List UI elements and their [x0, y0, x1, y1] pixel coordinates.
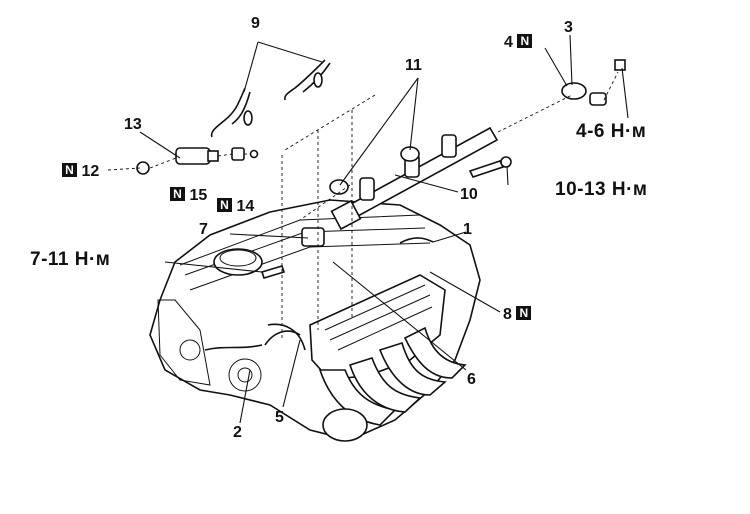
callout-10: 10 [460, 186, 478, 203]
callout-8-number: 8 [503, 306, 512, 323]
callout-11: 11 [405, 57, 422, 74]
new-part-badge: N [516, 306, 532, 320]
callout-12-number: 12 [81, 163, 100, 180]
callout-4-number: 4 [504, 34, 513, 51]
new-part-badge: N [170, 187, 185, 201]
torque-10-13: 10-13 Н·м [555, 179, 648, 200]
component-parts [136, 59, 626, 279]
callout-9: 9 [251, 15, 260, 32]
callout-4: 4 N [504, 34, 533, 51]
torque-4-6: 4-6 Н·м [576, 121, 647, 142]
callout-2: 2 [233, 424, 242, 441]
callout-14: N 14 [217, 198, 254, 215]
new-part-badge: N [62, 163, 77, 177]
leader-lines [107, 34, 629, 424]
callout-1: 1 [463, 221, 472, 238]
callout-7: 7 [199, 221, 208, 238]
callout-6: 6 [467, 371, 476, 388]
callout-12: N 12 [62, 163, 99, 180]
new-part-badge: N [517, 34, 533, 48]
callout-13: 13 [124, 116, 142, 133]
fuel-rail [330, 126, 499, 231]
callout-15: N 15 [170, 187, 207, 204]
callout-3: 3 [564, 19, 573, 36]
new-part-badge: N [217, 198, 232, 212]
torque-7-11: 7-11 Н·м [30, 249, 111, 270]
callout-8: 8 N [503, 306, 532, 323]
callout-15-number: 15 [189, 187, 208, 204]
intake-manifold [309, 274, 467, 442]
callout-5: 5 [275, 409, 284, 426]
callout-14-number: 14 [236, 198, 255, 215]
